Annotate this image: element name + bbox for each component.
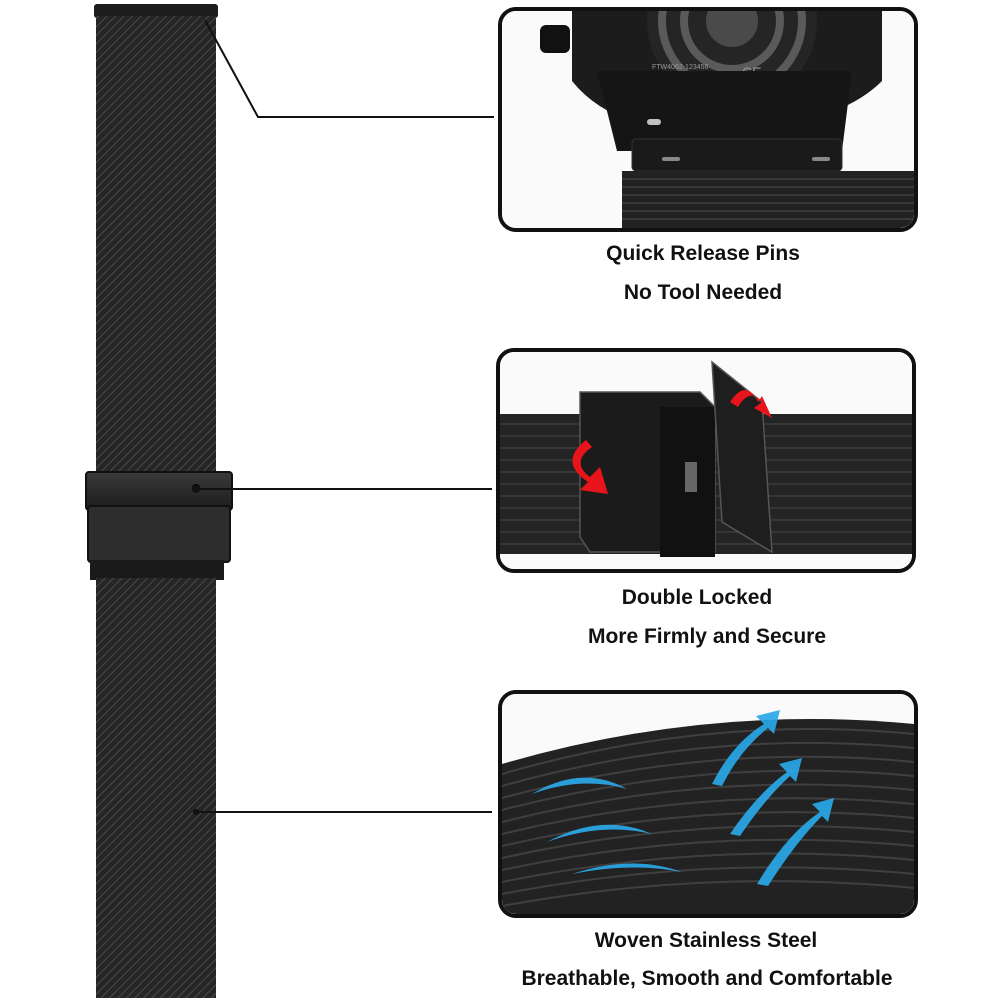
double-lock-title: Double Locked xyxy=(621,586,773,609)
double-lock-subtitle: More Firmly and Secure xyxy=(587,625,827,648)
woven-steel-panel xyxy=(498,690,918,918)
quick-release-pin-icon: FTW4062-123456 123456789098 CE xyxy=(502,11,914,228)
quick-release-panel: FTW4062-123456 123456789098 CE xyxy=(498,7,918,232)
mesh-strap-image xyxy=(85,4,233,998)
quick-release-subtitle: No Tool Needed xyxy=(623,281,783,304)
woven-mesh-icon xyxy=(502,694,914,914)
double-lock-panel xyxy=(496,348,916,573)
woven-steel-subtitle: Breathable, Smooth and Comfortable xyxy=(521,967,893,990)
case-text-model: FTW4062-123456 xyxy=(652,64,709,71)
woven-steel-title: Woven Stainless Steel xyxy=(594,929,818,952)
double-lock-clasp-icon xyxy=(500,352,912,569)
quick-release-title: Quick Release Pins xyxy=(606,242,800,265)
